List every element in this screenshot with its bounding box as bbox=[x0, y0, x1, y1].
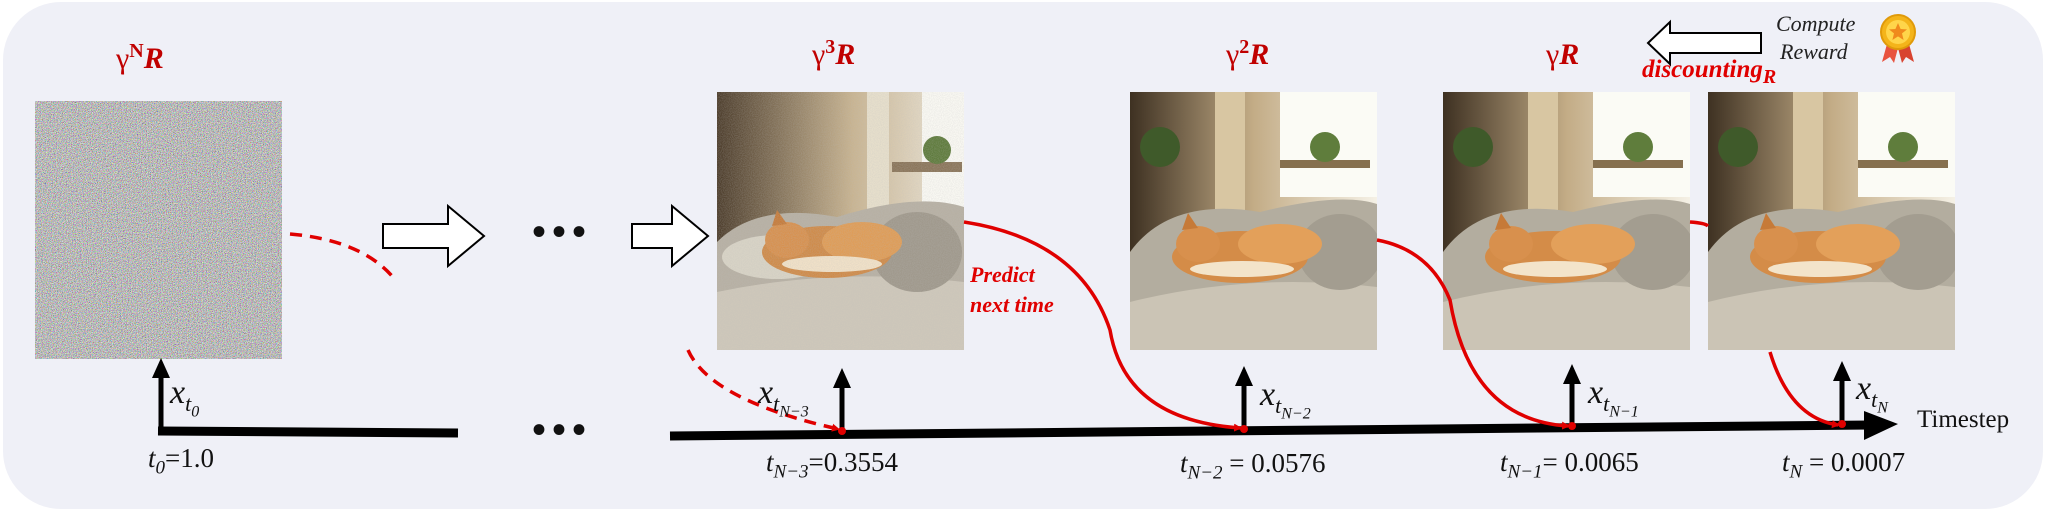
tick-tN-2: tN−2 = 0.0576 bbox=[1180, 448, 1326, 484]
tick-tN-3: tN−3=0.3554 bbox=[766, 447, 898, 483]
axis-dot-tn bbox=[1838, 420, 1846, 428]
timeline-right bbox=[669, 420, 1871, 441]
tick-tN-1: tN−1= 0.0065 bbox=[1500, 447, 1639, 483]
xn-head bbox=[1833, 361, 1851, 381]
ellipsis-top: ••• bbox=[532, 209, 593, 254]
x1-head bbox=[1563, 364, 1581, 384]
x-tN-3-label: xtN−3 bbox=[758, 374, 809, 421]
gamma-2-reward-label: γ2R bbox=[1226, 36, 1270, 71]
predict-curve-t1-tn bbox=[1689, 220, 1710, 228]
axis-dot-t3 bbox=[838, 427, 846, 435]
x3-head bbox=[833, 368, 851, 388]
tick-tN: tN = 0.0007 bbox=[1782, 447, 1906, 483]
cat-image-t2 bbox=[1130, 92, 1377, 350]
predict-curve-t2-t1 bbox=[1376, 238, 1570, 430]
ellipsis-bottom: ••• bbox=[532, 407, 593, 452]
axis-dot-t1 bbox=[1568, 422, 1576, 430]
timeline-left bbox=[157, 426, 459, 438]
tick-t0: t0=1.0 bbox=[148, 443, 214, 479]
medal-icon bbox=[1878, 12, 1918, 69]
x2-head bbox=[1235, 366, 1253, 386]
block-arrow-1 bbox=[382, 203, 486, 269]
noise-dashed-curve bbox=[289, 232, 394, 278]
predict-next-time-label: Predict next time bbox=[970, 262, 1054, 317]
x-tN-label: xtN bbox=[1856, 370, 1888, 417]
cat-image-t1 bbox=[1443, 92, 1690, 350]
predict-curve-tn bbox=[1768, 351, 1840, 429]
gamma-reward-label: γR bbox=[1546, 38, 1580, 71]
t3-dashed-curve bbox=[686, 349, 840, 432]
x-t0-label: xt0 bbox=[170, 374, 200, 421]
timestep-axis-label: Timestep bbox=[1917, 406, 2010, 433]
compute-reward-text: Compute Reward bbox=[1776, 11, 1856, 64]
gamma-n-reward-label: γNR bbox=[116, 40, 164, 75]
x0-head bbox=[152, 358, 170, 378]
discounting-label: discountingR bbox=[1642, 56, 1777, 88]
axis-dot-t2 bbox=[1240, 425, 1248, 433]
noise-image bbox=[35, 101, 282, 359]
gamma-3-reward-label: γ3R bbox=[812, 36, 856, 71]
cat-image-t3 bbox=[717, 92, 964, 350]
x-tN-2-label: xtN−2 bbox=[1260, 376, 1311, 423]
predict-curve-t3-t2 bbox=[963, 220, 1242, 432]
cat-image-tn bbox=[1708, 92, 1955, 350]
x-tN-1-label: xtN−1 bbox=[1588, 374, 1639, 421]
timeline-arrowhead bbox=[1864, 411, 1898, 440]
reward-arrow bbox=[1646, 19, 1762, 67]
block-arrow-2 bbox=[631, 203, 710, 269]
